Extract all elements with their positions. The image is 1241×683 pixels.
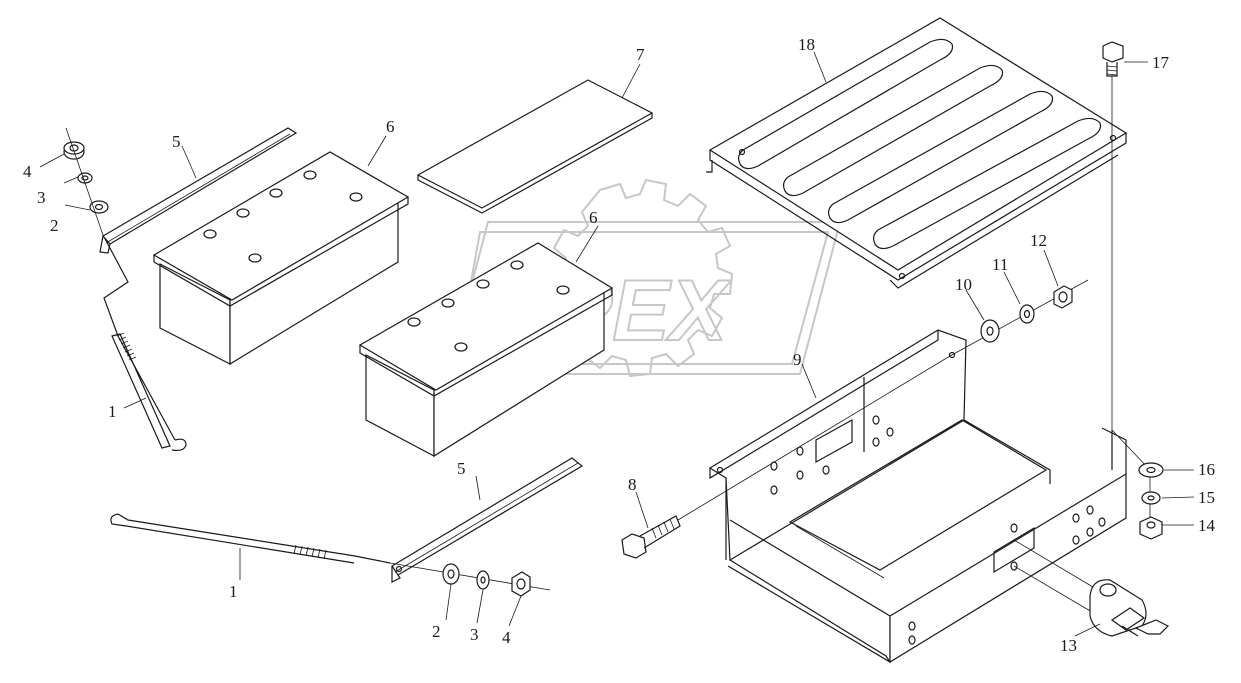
- callout-9: 9: [793, 350, 802, 369]
- callout-15: 15: [1198, 488, 1215, 507]
- callout-8: 8: [628, 475, 637, 494]
- battery-terminals-middle: [407, 260, 570, 352]
- callout-5-lower: 5: [457, 459, 466, 478]
- callout-10: 10: [955, 275, 972, 294]
- callout-12: 12: [1030, 231, 1047, 250]
- battery-middle: [358, 242, 614, 458]
- battery-tray: [708, 329, 1127, 664]
- callout-7: 7: [636, 45, 645, 64]
- callout-labels: 1 1 2 2 3 3 4 4 5 5 6 6 7 8 9 10 11 12 1…: [23, 35, 1216, 655]
- leader-lines: [39, 51, 1195, 637]
- callout-13: 13: [1060, 636, 1077, 655]
- battery-switch: [1013, 539, 1170, 637]
- callout-16: 16: [1198, 460, 1215, 479]
- clamp-bar-upper: [99, 127, 298, 254]
- callout-4-lower: 4: [502, 628, 511, 647]
- hold-down-rod-lower: [110, 513, 391, 564]
- hold-down-rod-upper: [102, 234, 187, 452]
- washer-nut-stack-bottom: [1111, 429, 1164, 540]
- callout-11: 11: [992, 255, 1008, 274]
- tray-holes: [770, 415, 1106, 645]
- bolt-side: [621, 355, 951, 559]
- washer-nut-stack-upper: [63, 127, 109, 236]
- bolt-top: [1102, 41, 1124, 430]
- callout-14: 14: [1198, 516, 1216, 535]
- callout-6-left: 6: [386, 117, 395, 136]
- callout-1-upper: 1: [108, 402, 117, 421]
- callout-3-upper: 3: [37, 188, 46, 207]
- clamp-bar-lower: [391, 457, 584, 583]
- callout-5-upper: 5: [172, 132, 181, 151]
- callout-18: 18: [798, 35, 815, 54]
- callout-2-lower: 2: [432, 622, 441, 641]
- callout-4-upper: 4: [23, 162, 32, 181]
- battery-terminals-left: [203, 170, 363, 263]
- callout-2-upper: 2: [50, 216, 59, 235]
- callout-1-lower: 1: [229, 582, 238, 601]
- battery-left: [152, 151, 410, 366]
- washer-nut-stack-right: [949, 279, 1089, 357]
- washer-nut-stack-lower: [389, 562, 551, 597]
- rubber-pad: [416, 79, 654, 214]
- battery-box-cover: [706, 17, 1128, 289]
- callout-6-middle: 6: [589, 208, 598, 227]
- callout-17: 17: [1152, 53, 1170, 72]
- callout-3-lower: 3: [470, 625, 479, 644]
